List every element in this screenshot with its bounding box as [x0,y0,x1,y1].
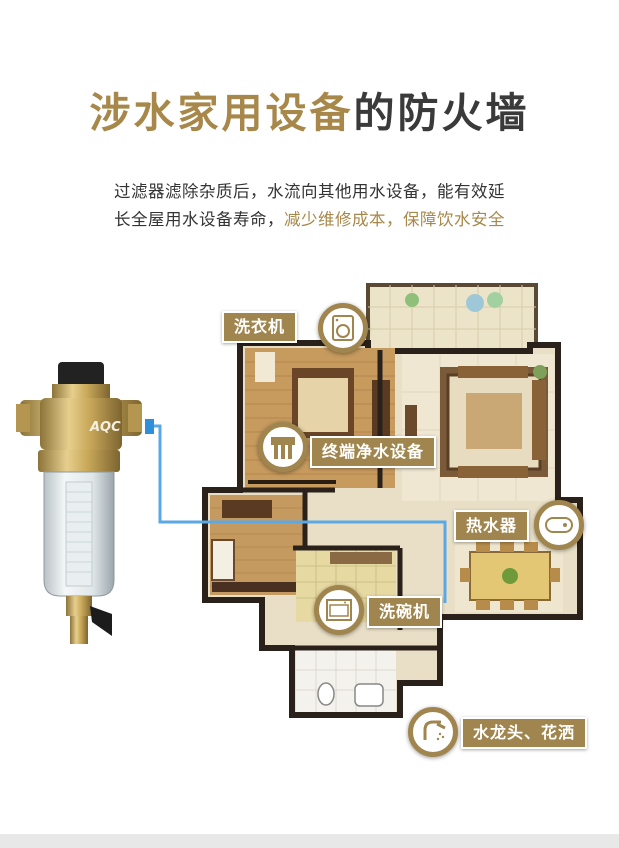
washing-machine-icon [318,303,368,353]
faucet-shower-icon-graphic [423,720,446,741]
faucet-shower-icon [408,707,458,757]
dishwasher-icon-graphic [326,599,352,621]
label-washer: 洗衣机 [222,311,298,343]
bottom-divider [0,834,619,848]
headline-gold: 涉水家用设备 [89,89,354,137]
label-heater: 热水器 [454,510,530,542]
headline-dark: 的防火墙 [353,89,530,137]
brand-logo: AQC [89,420,121,435]
subtitle-line-2-dark: 长全屋用水设备寿命， [114,210,284,229]
label-faucet: 水龙头、花洒 [461,717,588,749]
water-heater-icon-graphic [545,517,573,533]
water-purifier-icon-graphic [271,437,295,459]
water-pipe [150,424,447,603]
water-heater-icon [534,500,584,550]
dishwasher-icon [314,585,364,635]
washing-machine-icon-graphic [332,315,354,341]
subtitle-line-1: 过滤器滤除杂质后，水流向其他用水设备，能有效延 [114,182,505,201]
water-purifier-icon [258,422,308,472]
headline: 涉水家用设备的防火墙 [0,88,619,138]
subtitle-line-2: 长全屋用水设备寿命，减少维修成本，保障饮水安全 [0,206,619,230]
label-purifier: 终端净水设备 [310,436,437,468]
subtitle-line-2-gold: 减少维修成本，保障饮水安全 [284,210,505,229]
label-dishwasher: 洗碗机 [367,596,443,628]
